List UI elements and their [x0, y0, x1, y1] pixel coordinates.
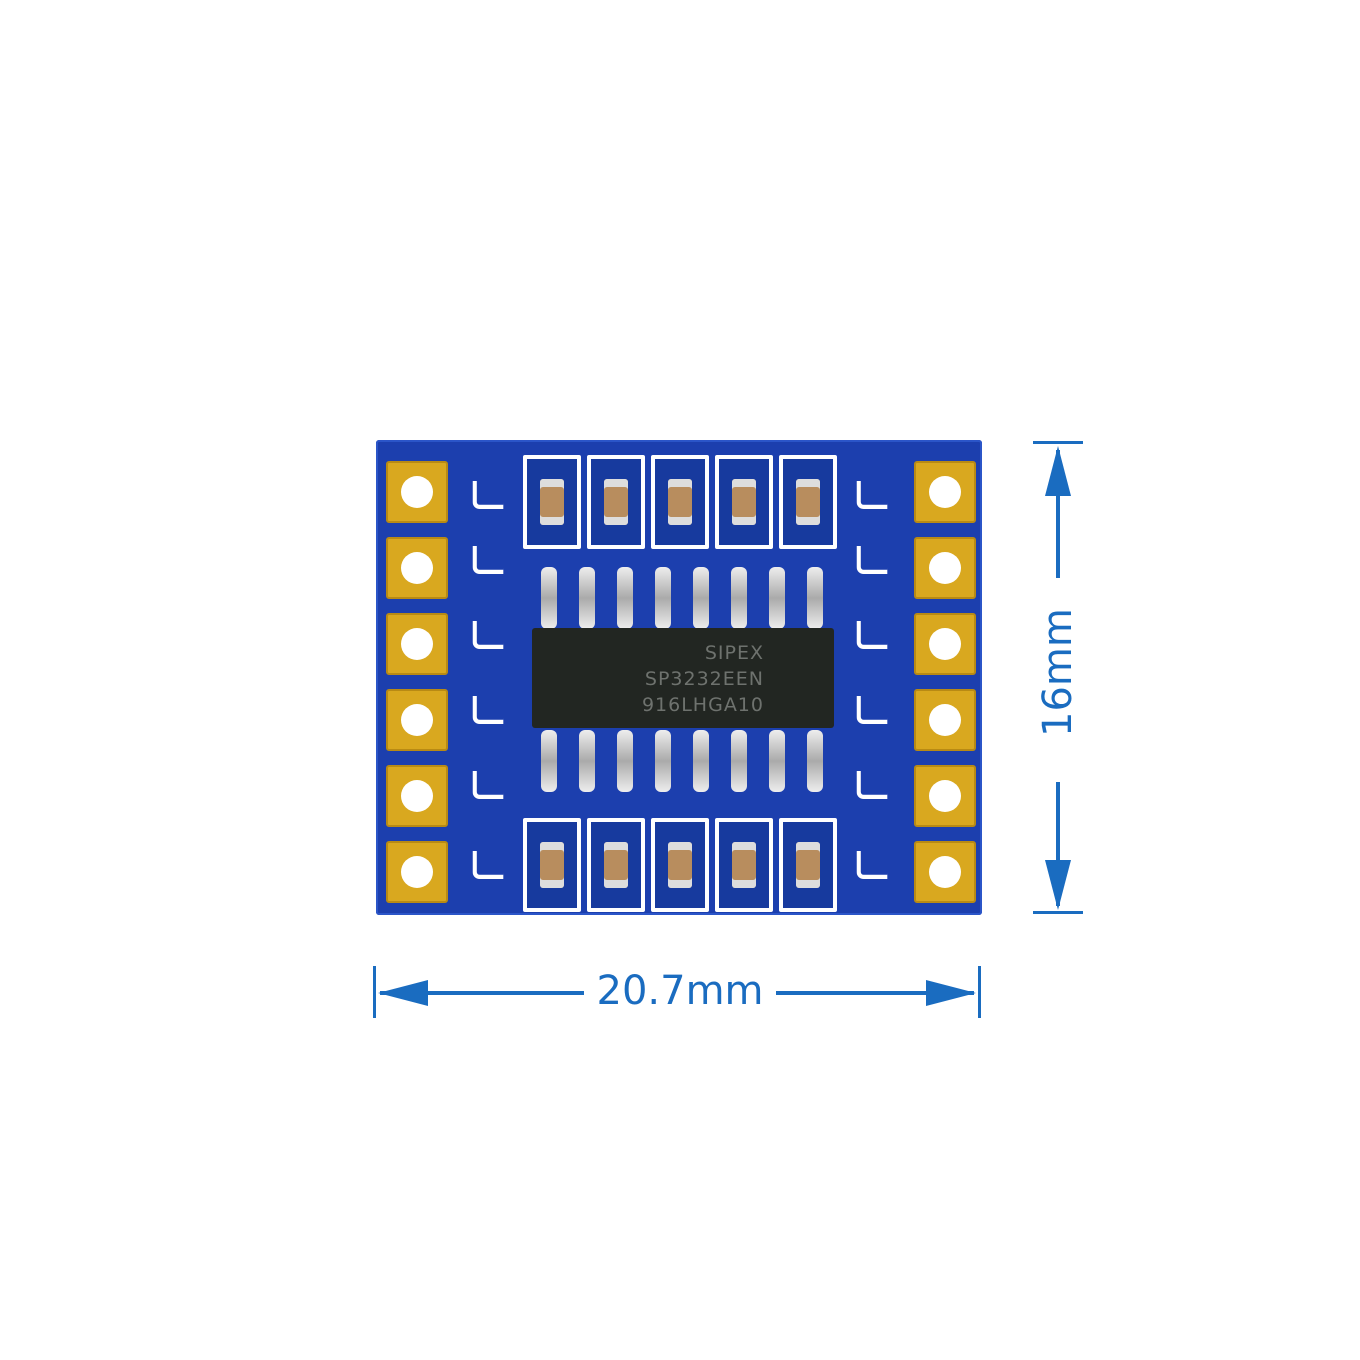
pin-pad — [386, 765, 448, 827]
chip-pin — [807, 730, 823, 792]
width-label: 20.7mm — [596, 968, 764, 1014]
pin-pad — [386, 689, 448, 751]
width-dimension-cap-left — [373, 966, 376, 1018]
width-dimension-line-right — [776, 991, 974, 995]
capacitor-box — [715, 455, 773, 549]
silkscreen-mark — [856, 771, 888, 799]
height-dimension-line-bottom — [1056, 782, 1060, 906]
height-label: 16mm — [1035, 608, 1081, 737]
silkscreen-mark — [472, 696, 504, 724]
capacitor — [604, 479, 628, 525]
silkscreen-mark — [472, 481, 504, 509]
capacitor — [732, 479, 756, 525]
chip-pin — [769, 567, 785, 629]
chip-pin — [655, 567, 671, 629]
capacitor-box — [651, 455, 709, 549]
silkscreen-mark — [856, 481, 888, 509]
silkscreen-mark — [472, 621, 504, 649]
pin-pad — [386, 461, 448, 523]
chip-pin — [731, 730, 747, 792]
chip-brand: SIPEX — [704, 642, 764, 664]
arrow-down-icon — [1045, 860, 1071, 910]
capacitor — [732, 842, 756, 888]
pin-pad — [914, 461, 976, 523]
arrow-left-icon — [378, 980, 428, 1006]
chip-pin — [541, 567, 557, 629]
capacitor-box — [715, 818, 773, 912]
chip-pin — [541, 730, 557, 792]
capacitor — [604, 842, 628, 888]
capacitor — [668, 479, 692, 525]
height-dimension-line-top — [1056, 450, 1060, 578]
chip-pin — [617, 730, 633, 792]
arrow-up-icon — [1045, 446, 1071, 496]
pin-pad — [914, 841, 976, 903]
width-dimension-cap-right — [978, 966, 981, 1018]
capacitor — [540, 842, 564, 888]
silkscreen-mark — [856, 696, 888, 724]
silkscreen-mark — [856, 546, 888, 574]
height-dimension-cap-bottom — [1033, 911, 1083, 914]
silkscreen-mark — [472, 851, 504, 879]
chip-pin — [693, 730, 709, 792]
chip-part-number: SP3232EEN — [644, 668, 764, 690]
pin-pad — [914, 613, 976, 675]
capacitor-box — [651, 818, 709, 912]
capacitor-box — [523, 455, 581, 549]
width-dimension-line-left — [380, 991, 584, 995]
silkscreen-mark — [472, 771, 504, 799]
silkscreen-mark — [856, 851, 888, 879]
chip-pin — [807, 567, 823, 629]
pin-pad — [386, 537, 448, 599]
capacitor-box — [523, 818, 581, 912]
chip-pin — [693, 567, 709, 629]
capacitor-box — [587, 818, 645, 912]
height-dimension-cap-top — [1033, 441, 1083, 444]
pin-pad — [386, 613, 448, 675]
chip-pin — [579, 730, 595, 792]
capacitor — [796, 479, 820, 525]
capacitor-box — [779, 455, 837, 549]
chip-pin — [655, 730, 671, 792]
arrow-right-icon — [926, 980, 976, 1006]
chip-pin — [579, 567, 595, 629]
silkscreen-mark — [856, 621, 888, 649]
capacitor-box — [779, 818, 837, 912]
pin-pad — [914, 537, 976, 599]
chip-lot-code: 916LHGA10 — [641, 694, 764, 716]
silkscreen-mark — [472, 546, 504, 574]
capacitor — [796, 842, 820, 888]
pin-pad — [386, 841, 448, 903]
capacitor — [668, 842, 692, 888]
chip-pin — [617, 567, 633, 629]
pin-pad — [914, 689, 976, 751]
capacitor-box — [587, 455, 645, 549]
pin-pad — [914, 765, 976, 827]
chip-pin — [769, 730, 785, 792]
chip-pin — [731, 567, 747, 629]
capacitor — [540, 479, 564, 525]
ic-chip: SIPEX SP3232EEN 916LHGA10 — [532, 628, 834, 728]
